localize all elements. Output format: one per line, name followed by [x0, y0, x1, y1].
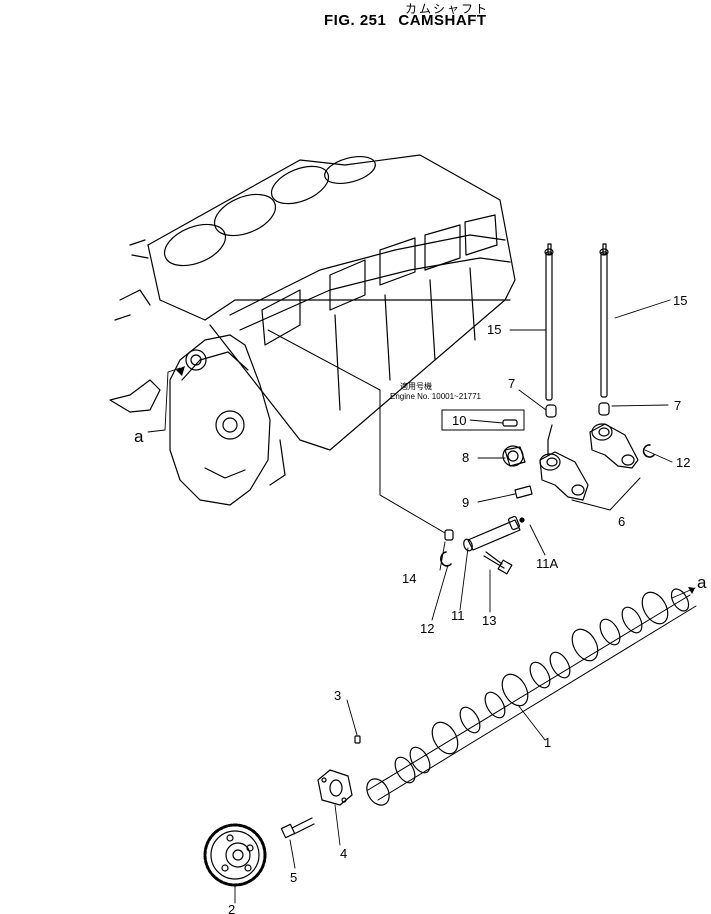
dowel-pin [444, 529, 454, 541]
serial-note-engine-range: Engine No. 10001~21771 [390, 392, 482, 401]
roll-pin [502, 419, 518, 427]
callout-11: 11 [451, 608, 465, 623]
callout-11a: 11A [536, 556, 558, 571]
callout-1: 1 [544, 735, 551, 750]
engine-block [109, 154, 516, 506]
callout-a-left: a [134, 427, 144, 446]
serial-range-box [441, 409, 525, 431]
tappet-shaft [463, 515, 521, 552]
callout-5: 5 [290, 870, 297, 885]
title-japanese: カムシャフト [405, 2, 490, 16]
callout-12-right: 12 [676, 455, 690, 470]
callout-7-left: 7 [508, 376, 515, 391]
callout-2: 2 [228, 902, 235, 914]
callout-7-right: 7 [674, 398, 681, 413]
roller [502, 445, 526, 467]
push-rod-right [599, 243, 609, 398]
bolt [483, 551, 513, 575]
callout-14: 14 [402, 571, 416, 586]
callout-13: 13 [482, 613, 496, 628]
figure-name: CAMSHAFT [398, 12, 487, 29]
callout-a-right: a [697, 573, 707, 592]
push-rod-left [544, 243, 554, 401]
callout-9: 9 [462, 495, 469, 510]
woodruff-key [354, 735, 361, 744]
cam-gear [203, 823, 267, 887]
figure-title: FIG. 251 CAMSHAFT [324, 12, 487, 29]
camshaft [366, 588, 697, 806]
check-ball [519, 517, 525, 523]
callout-6: 6 [618, 514, 625, 529]
figure-number: FIG. 251 [324, 12, 387, 29]
serial-note-japanese: 適用号機 [400, 381, 432, 391]
tappet-left-assembly [539, 404, 589, 501]
thrust-plate [317, 769, 353, 806]
snap-ring-right [642, 444, 655, 458]
callout-15-right: 15 [673, 293, 687, 308]
tappet-right-assembly [589, 402, 639, 469]
roller-pin [514, 485, 533, 499]
callout-15-left: 15 [487, 322, 501, 337]
callout-4: 4 [340, 846, 347, 861]
thrust-plate-bolt [280, 817, 315, 839]
callout-12-lower: 12 [420, 621, 434, 636]
callout-10: 10 [452, 413, 466, 428]
leader-lines [147, 299, 696, 904]
callout-3: 3 [334, 688, 341, 703]
callout-8: 8 [462, 450, 469, 465]
